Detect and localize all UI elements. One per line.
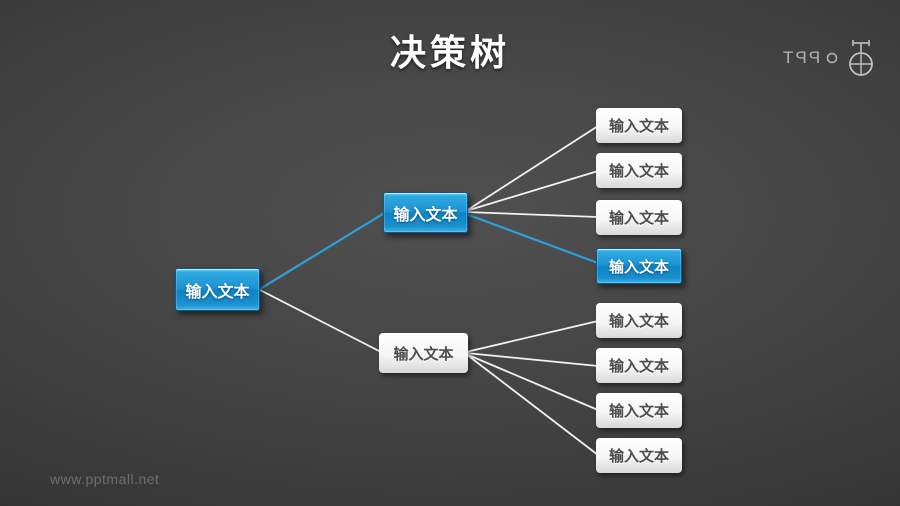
tree-node-root: 输入文本 — [175, 268, 260, 311]
tree-node-branch-bottom: 输入文本 — [379, 333, 468, 373]
tree-leaf-bottom-4: 输入文本 — [596, 438, 682, 473]
tree-leaf-bottom-2: 输入文本 — [596, 348, 682, 383]
page-title: 决策树 — [389, 32, 510, 73]
tree-leaf-top-4-highlighted: 输入文本 — [596, 248, 682, 284]
stamp-globe-icon — [849, 40, 873, 76]
tree-leaf-bottom-3: 输入文本 — [596, 393, 682, 428]
logo-small-circle-icon — [826, 52, 838, 64]
tree-node-branch-top: 输入文本 — [383, 192, 468, 233]
watermark-url: www.pptmall.net — [50, 471, 160, 487]
tree-leaf-top-3: 输入文本 — [596, 200, 682, 235]
tree-leaf-top-2: 输入文本 — [596, 153, 682, 188]
pptmall-logo: PPT — [781, 38, 878, 78]
tree-leaf-bottom-1: 输入文本 — [596, 303, 682, 338]
tree-leaf-top-1: 输入文本 — [596, 108, 682, 143]
